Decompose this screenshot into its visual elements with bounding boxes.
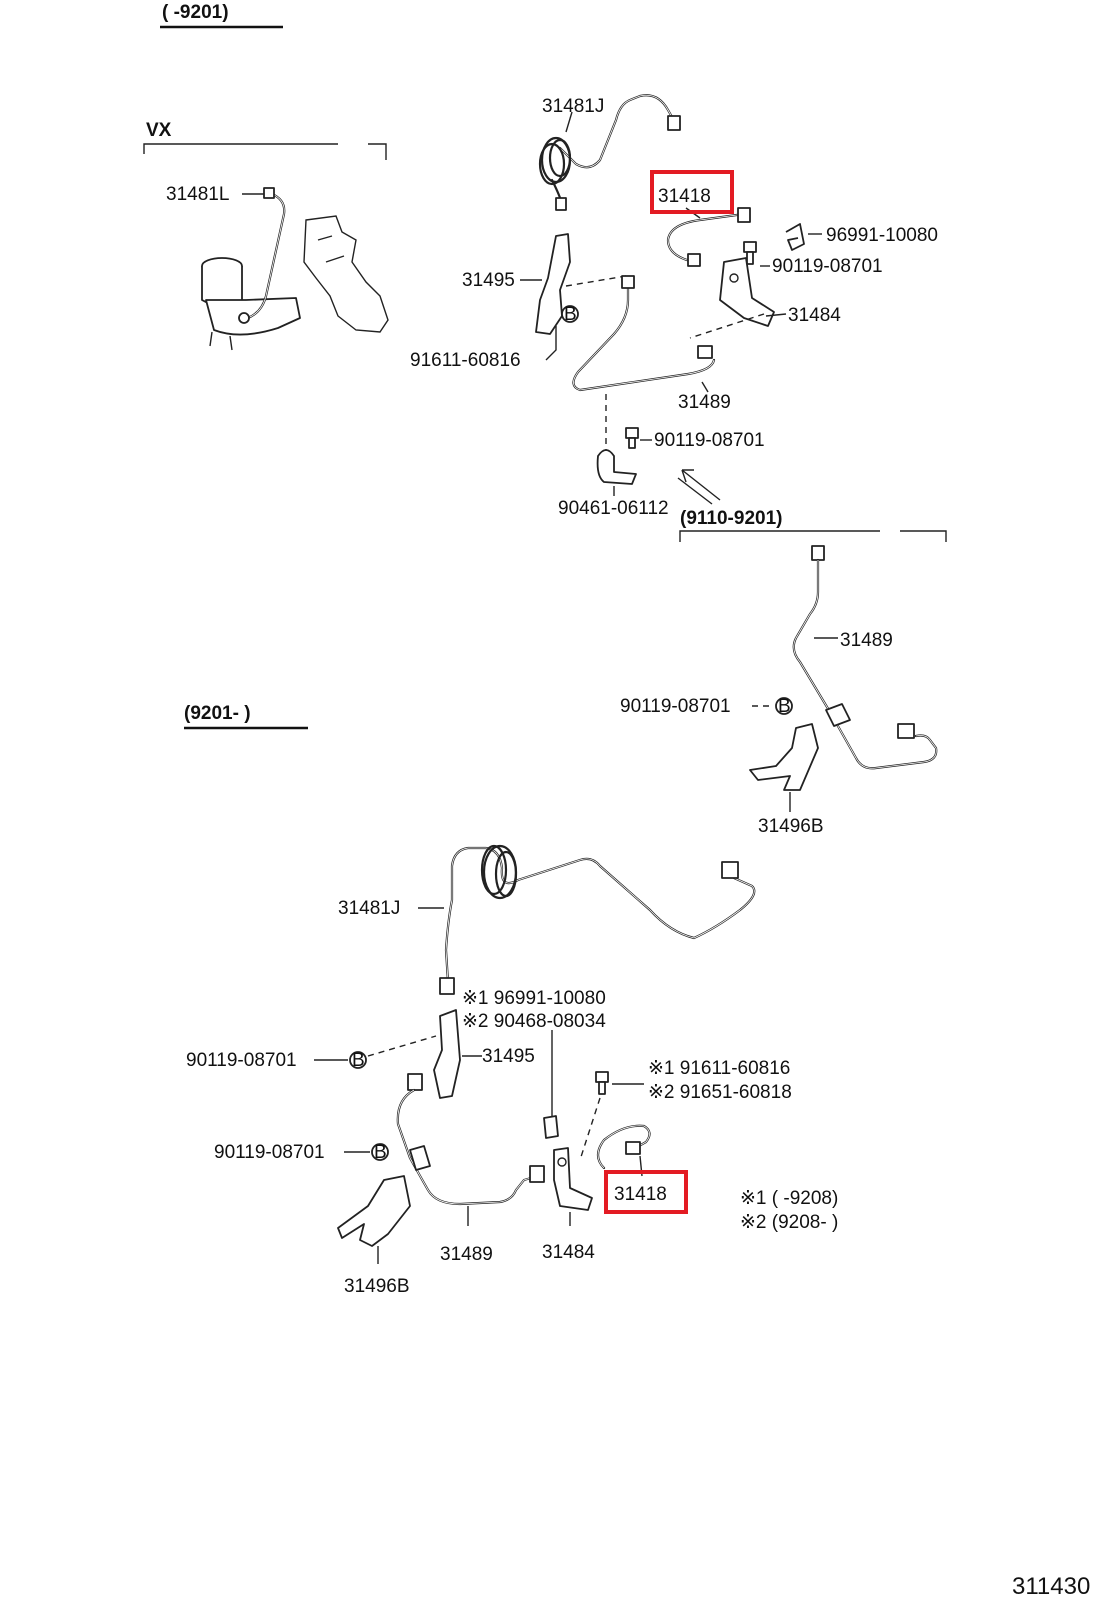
bolt-marker-bottom-a: B — [352, 1050, 365, 1071]
header-vx: VX — [143, 120, 387, 160]
header-top-range: ( -9201) — [160, 2, 283, 29]
label-bottom-90119-a: 90119-08701 — [186, 1050, 297, 1071]
top-assembly: 31481J 31418 96991-10080 90119-08701 314… — [410, 94, 938, 519]
bolt-marker-bottom-b: B — [374, 1142, 387, 1163]
lower-assembly: 31481J ※1 96991-10080 ※2 90468-08034 314… — [186, 844, 838, 1297]
label-bottom-note3: ※1 91611-60816 — [648, 1058, 790, 1079]
header-mid-range-text: (9110-9201) — [680, 508, 782, 529]
label-bottom-key1: ※1 ( -9208) — [740, 1188, 838, 1209]
label-bottom-31495: 31495 — [482, 1046, 535, 1067]
label-bottom-31496B: 31496B — [344, 1276, 410, 1297]
bolt-marker-mid: B — [778, 696, 791, 717]
highlight-top-31418 — [650, 170, 734, 214]
label-bottom-31418: 31418 — [614, 1184, 667, 1205]
label-top-31489: 31489 — [678, 392, 731, 413]
label-bottom-90119-b: 90119-08701 — [214, 1142, 325, 1163]
label-top-31418: 31418 — [658, 186, 711, 207]
label-mid-31489: 31489 — [840, 630, 893, 651]
mid-assembly: 31489 B 90119-08701 31496B — [620, 545, 938, 837]
label-bottom-note1: ※1 96991-10080 — [462, 988, 606, 1009]
label-top-90461: 90461-06112 — [558, 498, 669, 519]
page-number: 311430 — [1012, 1573, 1090, 1600]
label-top-31481J: 31481J — [542, 96, 604, 117]
label-vx-31481L: 31481L — [166, 184, 229, 205]
header-mid-range: (9110-9201) — [679, 508, 947, 542]
label-top-90119-b: 90119-08701 — [654, 430, 765, 451]
label-bottom-31484: 31484 — [542, 1242, 595, 1263]
header-vx-text: VX — [146, 120, 172, 141]
label-bottom-31489: 31489 — [440, 1244, 493, 1265]
header-top-range-text: ( -9201) — [162, 2, 229, 23]
bolt-marker-top: B — [564, 304, 577, 325]
label-top-31495: 31495 — [462, 270, 515, 291]
label-top-96991: 96991-10080 — [826, 225, 938, 246]
label-top-90119-a: 90119-08701 — [772, 256, 883, 277]
label-mid-90119: 90119-08701 — [620, 696, 731, 717]
label-top-31484: 31484 — [788, 305, 841, 326]
label-bottom-31481J: 31481J — [338, 898, 400, 919]
highlight-bottom-31418 — [604, 1170, 688, 1214]
header-lower-range-text: (9201- ) — [184, 703, 251, 724]
label-mid-31496B: 31496B — [758, 816, 824, 837]
label-top-91611: 91611-60816 — [410, 350, 521, 371]
label-bottom-note2: ※2 90468-08034 — [462, 1011, 606, 1032]
label-bottom-note4: ※2 91651-60818 — [648, 1082, 792, 1103]
label-bottom-key2: ※2 (9208- ) — [740, 1212, 838, 1233]
vx-inset: 31481L — [166, 184, 389, 351]
header-lower-range: (9201- ) — [184, 703, 308, 730]
